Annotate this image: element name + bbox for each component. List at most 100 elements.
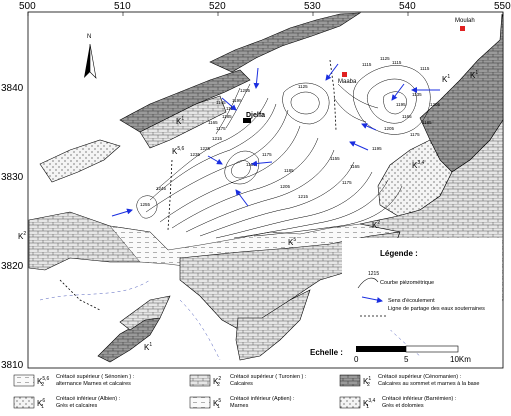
geology-unit-cenomanien-north (209, 12, 362, 73)
geology-unit-turonien-nw (139, 95, 227, 149)
isoline-value-label: 1175 (342, 180, 352, 185)
formation-label-west: K2 (18, 231, 26, 241)
isoline-value-label: 1155 (330, 156, 340, 161)
geology-unit-turonien-south (235, 289, 311, 361)
isoline-value-label: 1145 (216, 100, 226, 105)
legend-isoline-symbol (357, 277, 379, 289)
groundwater-divides (59, 59, 337, 311)
town-label-djelfa: Djelfa (246, 112, 265, 119)
legend-divide-label-wrap: Ligne de partage des eaux souterraines (388, 306, 485, 312)
town-label-maaba: Maaba (338, 79, 357, 85)
scale-tick-5: 5 (404, 355, 409, 364)
town-marker-djelfa (243, 118, 251, 123)
legend-text-albien: Crétacé inférieur (Albien) : Grès et cal… (56, 396, 121, 409)
y-tick-label: 3840 (1, 83, 24, 94)
town-label-moulah: Moulah (455, 18, 475, 24)
formation-label-aptien: K5 (288, 237, 296, 247)
formation-labels: K1 K1 K1 K2 K3,4 K5,6 K1 K5 K2 (18, 70, 478, 352)
legend-arrow-symbol (361, 296, 383, 303)
x-tick-label: 540 (399, 1, 416, 12)
geology-unit-albien-west (39, 139, 121, 183)
scale-label: Echelle : (310, 348, 343, 357)
y-tick-label: 3830 (1, 172, 24, 183)
legend-divide-label: Ligne de partage des eaux souterraines (388, 306, 485, 312)
isoline-value-label: 1175 (410, 132, 420, 137)
legend-title: Légende : (380, 249, 418, 258)
isoline-value-label: 1225 (200, 146, 211, 151)
legend-text-senonien-wrap: Crétacé supérieur ( Sénonien ) : alterna… (56, 374, 135, 387)
formation-label-barremien: K3,4 (412, 160, 425, 170)
flow-arrows (111, 63, 440, 217)
scale-tick-10: 10Km (450, 355, 471, 364)
scale-segment-black (356, 346, 406, 352)
scale-segment-white (405, 345, 459, 353)
legend-text-albien-wrap: Crétacé inférieur (Albien) : Grès et cal… (56, 396, 121, 409)
isoline-value-label: 1165 (350, 164, 360, 169)
isoline-value-label: 1115 (420, 66, 430, 71)
isoline-value-label: 1245 (156, 186, 167, 191)
isoline-value-label: 1205 (280, 184, 291, 189)
legend-text-barremien-wrap: Crétacé inférieur (Barrémien) : Grès et … (382, 396, 457, 409)
legend-swatch-turonien (189, 374, 211, 387)
x-tick-label: 520 (209, 1, 226, 12)
legend-text-cenomanien: Crétacé supérieur (Cénomanien) : Calcair… (378, 374, 480, 387)
legend-swatch-barremien (339, 396, 361, 409)
legend: Légende : 1215 Courbe piézométrique Sens… (342, 238, 502, 330)
x-tick-label: 500 (19, 1, 36, 12)
x-tick-label: 550 (494, 1, 511, 12)
isoline-value-label: 1135 (412, 92, 422, 97)
legend-text-senonien: Crétacé supérieur ( Sénonien ) : alterna… (56, 374, 135, 387)
legend-text-aptien-wrap: Crétacé inférieur (Aptien) : Marnes (230, 396, 295, 409)
legend-swatch-albien (13, 396, 35, 409)
legend-arrow-label: Sens d'écoulement (388, 298, 435, 304)
legend-text-cenomanien-wrap: Crétacé supérieur (Cénomanien) : Calcair… (378, 374, 480, 387)
town-marker-maaba (342, 72, 347, 77)
isoline-value-label: 1205 (384, 126, 395, 131)
y-tick-label: 3820 (1, 261, 24, 272)
legend-text-barremien: Crétacé inférieur (Barrémien) : Grès et … (382, 396, 457, 409)
legend-text-turonien-wrap: Crétacé supérieur ( Turonien ) : Calcair… (230, 374, 307, 387)
legend-text-turonien: Crétacé supérieur ( Turonien ) : Calcair… (230, 374, 307, 387)
isoline-value-label: 1185 (422, 120, 432, 125)
isoline-value-label: 1175 (216, 126, 226, 131)
formation-label-ne2: K1 (442, 74, 450, 84)
x-tick-label: 510 (114, 1, 131, 12)
isoline-value-label: 1195 (372, 146, 382, 151)
north-arrow: N (84, 34, 97, 79)
legend-isoline-value: 1215 (368, 271, 379, 277)
formation-label-ne: K1 (470, 70, 478, 80)
geology-unit-sw-strip (119, 295, 171, 331)
isoline-value-label: 1115 (392, 60, 402, 65)
y-tick-label: 3810 (1, 360, 24, 371)
formation-label-nw: K1 (176, 116, 184, 126)
legend-swatch-senonien (13, 374, 35, 387)
isoline-value-label: 1185 (284, 168, 294, 173)
north-label: N (87, 34, 91, 40)
legend-text-aptien: Crétacé inférieur (Aptien) : Marnes (230, 396, 295, 409)
legend-swatch-cenomanien (339, 374, 361, 387)
isoline-value-label: 1165 (402, 114, 412, 119)
towns: Moulah Maaba Djelfa (243, 18, 475, 123)
legend-swatch-aptien (189, 396, 211, 409)
y-axis-ticks: 3840 3830 3820 3810 (1, 83, 24, 371)
isoline-value-label: 1165 (208, 120, 218, 125)
isoline-value-label: 1115 (362, 62, 372, 67)
isoline-value-label: 1215 (298, 194, 309, 199)
piezometric-contours (136, 65, 431, 239)
isoline-value-label: 1165 (246, 162, 256, 167)
isoline-value-label: 1195 (396, 102, 406, 107)
isoline-value-label: 1215 (212, 136, 223, 141)
isoline-value-label: 1125 (380, 56, 390, 61)
isoline-value-label: 1125 (298, 84, 308, 89)
legend-isoline-label: Courbe piézométrique (380, 280, 434, 286)
town-marker-moulah (460, 26, 465, 31)
formation-label-turonien: K2 (372, 220, 380, 230)
